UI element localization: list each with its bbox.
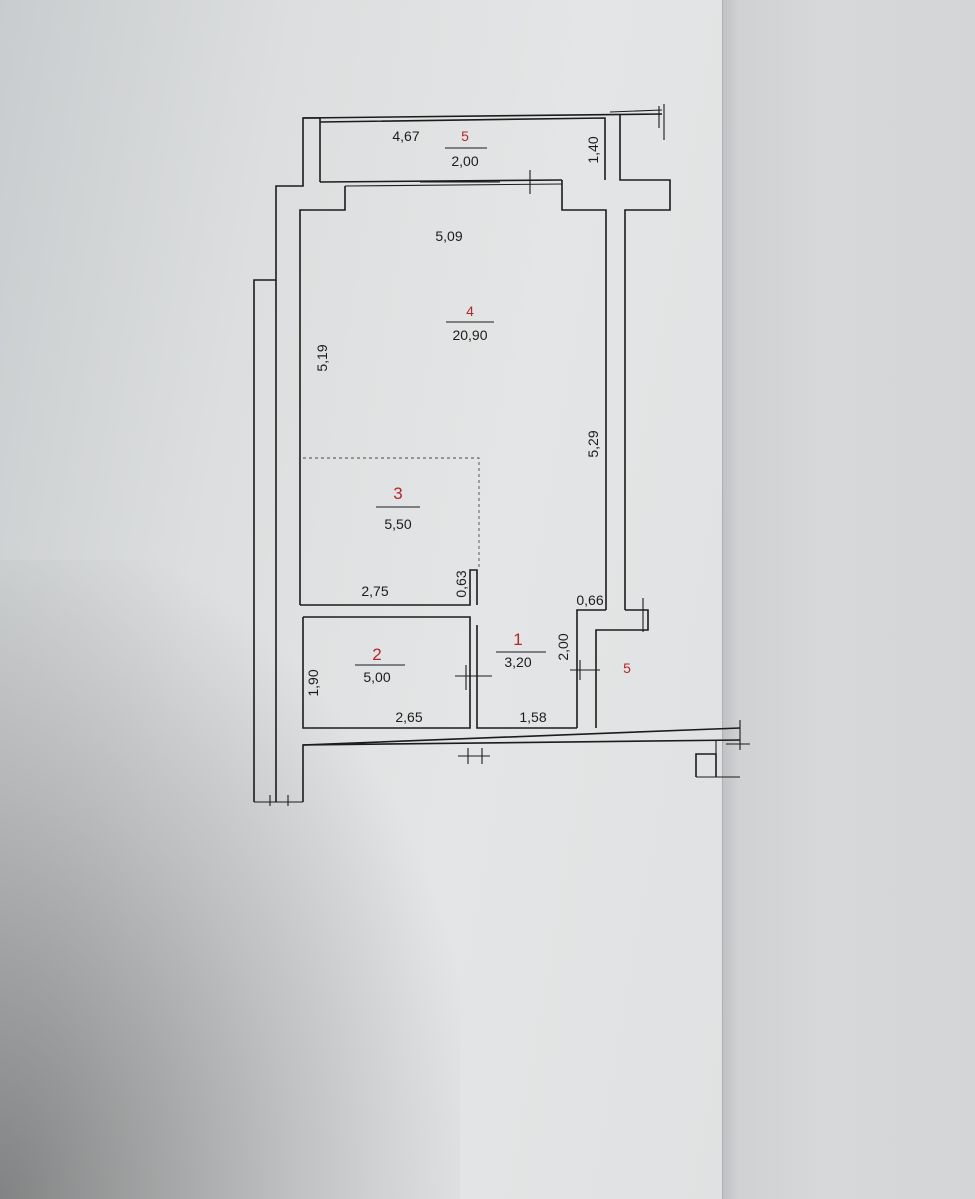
svg-text:5,00: 5,00 (363, 669, 390, 685)
room-4-label: 4 20,90 (446, 303, 494, 343)
svg-text:2: 2 (372, 645, 381, 664)
outer-walls (253, 104, 750, 806)
room-1-label: 1 3,20 (496, 630, 546, 670)
extra-room-number: 5 (623, 660, 631, 676)
dim-room4-left: 5,19 (314, 344, 330, 371)
svg-text:3: 3 (393, 484, 402, 503)
dim-hall-bottom: 1,58 (519, 709, 546, 725)
dim-balcony-width: 1,40 (585, 136, 601, 163)
svg-text:3,20: 3,20 (504, 654, 531, 670)
dim-room3-bottom: 2,75 (361, 583, 388, 599)
dimension-labels: 4,67 1,40 5,09 5,19 5,29 2,75 0,63 0,66 … (305, 128, 604, 725)
adjacent-page (722, 0, 975, 1199)
dim-bath-height: 1,90 (305, 669, 321, 696)
dim-corridor-side: 0,66 (576, 592, 603, 608)
dim-bath-bottom: 2,65 (395, 709, 422, 725)
dim-room4-top: 5,09 (435, 228, 462, 244)
svg-text:1: 1 (513, 630, 522, 649)
room-2-label: 2 5,00 (355, 645, 405, 685)
svg-text:20,90: 20,90 (452, 327, 487, 343)
dim-room3-side: 0,63 (453, 570, 469, 597)
room-5-label: 5 2,00 (445, 128, 487, 169)
svg-text:5,50: 5,50 (384, 516, 411, 532)
svg-text:5: 5 (461, 128, 469, 144)
room-3-label: 3 5,50 (376, 484, 420, 532)
svg-text:4: 4 (466, 303, 474, 319)
dim-balcony-length: 4,67 (392, 128, 419, 144)
paper-shadow (0, 560, 460, 1199)
dim-corridor-height: 2,00 (555, 633, 571, 660)
dim-room4-right: 5,29 (585, 430, 601, 457)
svg-text:2,00: 2,00 (451, 153, 478, 169)
